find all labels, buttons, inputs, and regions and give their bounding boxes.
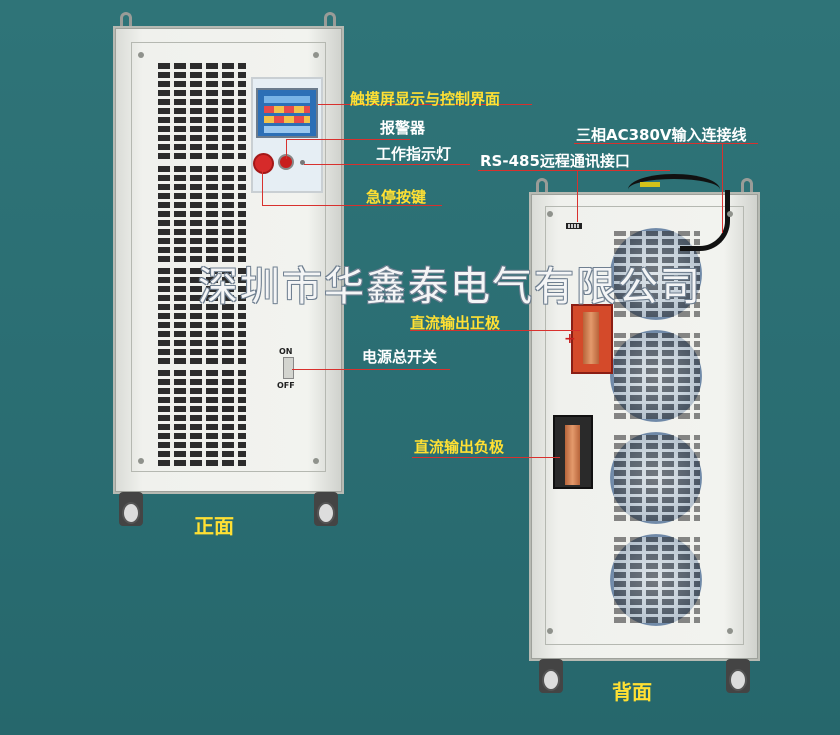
screw (727, 211, 733, 217)
leader-line (412, 457, 560, 458)
power-switch (283, 357, 294, 379)
leader-line (574, 143, 758, 144)
leader-line (292, 369, 450, 370)
switch-on-label: ON (279, 347, 293, 356)
lifting-eye-left (120, 12, 132, 28)
caster-wheel (314, 492, 338, 526)
screw (727, 628, 733, 634)
leader-line (410, 330, 580, 331)
front-door (131, 42, 326, 472)
label-indicator: 工作指示灯 (376, 145, 452, 163)
label-dc-positive: 直流输出正极 (410, 314, 501, 332)
screw (138, 52, 144, 58)
leader-line (286, 139, 287, 159)
leader-line (577, 170, 578, 222)
front-vent (158, 268, 246, 364)
label-touchscreen: 触摸屏显示与控制界面 (350, 90, 501, 108)
indicator-lamp (300, 160, 305, 165)
screw (313, 52, 319, 58)
caption-front: 正面 (194, 514, 234, 538)
back-panel (545, 206, 744, 645)
label-alarm: 报警器 (380, 119, 426, 137)
screw (547, 211, 553, 217)
caster-wheel (726, 659, 750, 693)
front-vent (158, 63, 246, 159)
screw (547, 628, 553, 634)
dc-positive-busbar (571, 304, 613, 374)
input-cable-core (640, 182, 660, 187)
front-vent (158, 166, 246, 262)
label-rs485: RS-485远程通讯接口 (480, 152, 630, 170)
back-vent (614, 435, 700, 521)
label-power-switch: 电源总开关 (362, 348, 438, 366)
label-input: 三相AC380V输入连接线 (576, 126, 747, 144)
lifting-eye-right (741, 178, 753, 194)
dc-negative-busbar (553, 415, 593, 489)
input-cable (628, 174, 720, 205)
front-vent (158, 370, 246, 466)
input-cable (680, 190, 730, 251)
lifting-eye-right (324, 12, 336, 28)
alarm-buzzer (280, 156, 292, 168)
caster-wheel (119, 492, 143, 526)
touchscreen (256, 88, 318, 138)
label-dc-negative: 直流输出负极 (414, 438, 505, 456)
screw (138, 458, 144, 464)
leader-line (304, 164, 470, 165)
leader-line (262, 170, 263, 205)
rs485-connector (566, 223, 582, 229)
leader-line (722, 143, 723, 233)
caster-wheel (539, 659, 563, 693)
leader-line (262, 205, 442, 206)
leader-line (318, 104, 532, 105)
back-vent (614, 333, 700, 419)
back-vent (614, 537, 700, 623)
leader-line (478, 170, 670, 171)
caption-back: 背面 (612, 680, 652, 704)
plus-sign-icon: + (564, 331, 576, 347)
screw (313, 458, 319, 464)
label-estop: 急停按键 (366, 188, 427, 206)
switch-off-label: OFF (277, 381, 295, 390)
leader-line (286, 139, 410, 140)
company-watermark: 深圳市华鑫泰电气有限公司 (198, 264, 702, 310)
lifting-eye-left (536, 178, 548, 194)
emergency-stop-button (255, 155, 272, 172)
